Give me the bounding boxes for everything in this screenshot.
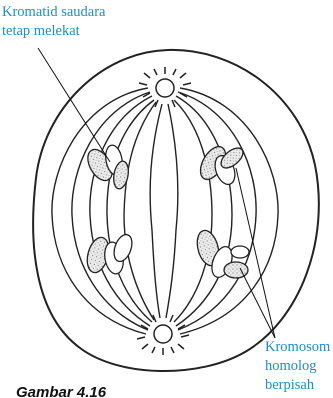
label-top-line-2: tetap melekat [2, 23, 80, 39]
leader-lines [37, 47, 276, 339]
leader-line-top [37, 47, 111, 163]
spindle-pole-bottom [136, 314, 190, 355]
label-bottom-line-2: homolog [265, 358, 317, 374]
figure-caption: Gambar 4.16 [16, 384, 107, 398]
label-homologous-chromosomes: Kromosom homolog berpisah [265, 338, 330, 395]
label-sister-chromatids: Kromatid saudara tetap melekat [2, 3, 105, 41]
cell-membrane [32, 48, 320, 372]
chromosome-pair-upper-right [199, 145, 244, 186]
label-bottom-line-1: Kromosom [265, 339, 331, 355]
chromosome-pair-lower-left [86, 233, 133, 275]
chromosome-pair-upper-left [87, 144, 129, 190]
leader-line-bottom-b [239, 267, 276, 339]
label-bottom-line-3: berpisah [265, 377, 315, 393]
spindle-fibers [51, 87, 279, 335]
label-top-line-1: Kromatid saudara [2, 4, 106, 20]
chromosome-pair-lower-right [196, 229, 250, 279]
leader-line-bottom-a [235, 167, 276, 339]
spindle-pole-top [138, 67, 192, 108]
